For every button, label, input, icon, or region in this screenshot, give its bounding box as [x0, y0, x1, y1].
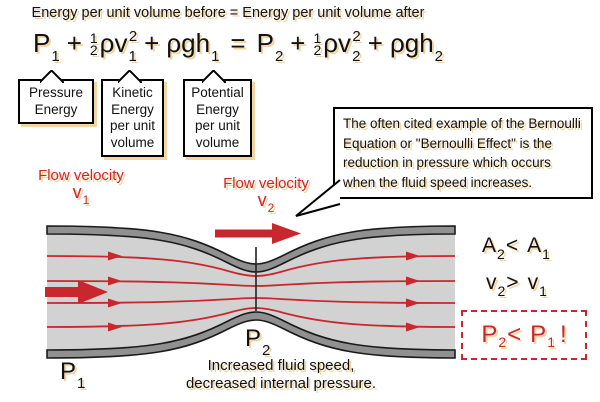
- streamline-arrowhead-icon: [406, 276, 420, 286]
- pressure-energy-box: Pressure Energy: [18, 79, 94, 124]
- inlet-velocity-arrow-icon: [45, 280, 108, 304]
- box-line: per unit: [194, 118, 241, 133]
- box-line: Energy: [34, 101, 78, 117]
- plus-operator: +: [290, 28, 306, 58]
- flow-velocity-2-label: Flow velocity v2: [210, 175, 322, 215]
- term-pressure-1: P1: [33, 28, 60, 65]
- streamline-arrowhead-icon: [108, 298, 122, 308]
- plus-operator: +: [144, 28, 160, 58]
- streamline-arrowhead-icon: [406, 322, 420, 332]
- box-line: Energy: [111, 101, 154, 117]
- v1-symbol: v1: [72, 182, 90, 207]
- caption-line: Increased fluid speed,: [207, 357, 355, 374]
- bernoulli-effect-callout: The often cited example of the Bernoulli…: [333, 107, 593, 199]
- term-kinetic-1: ρv12: [99, 28, 138, 65]
- tube-wall-top: [46, 225, 456, 273]
- streamline-arrowhead-icon: [108, 276, 122, 286]
- equals-operator: =: [230, 28, 246, 58]
- callout-tail: [295, 179, 341, 217]
- potential-energy-box: Potential Energy per unit volume: [183, 79, 252, 157]
- box-pointer-icon: [40, 70, 64, 83]
- throat-velocity-arrow-icon: [215, 223, 301, 244]
- v2-symbol: v2: [257, 190, 275, 215]
- tube-caption: Increased fluid speed, decreased interna…: [150, 357, 412, 393]
- plus-operator: +: [66, 28, 82, 58]
- fluid-region: [47, 234, 455, 350]
- term-potential-1: ρgh1: [166, 28, 220, 65]
- page-title: Energy per unit volume before = Energy p…: [31, 5, 425, 21]
- flow-velocity-text: Flow velocity: [223, 175, 309, 192]
- tube-wall-bottom: [46, 311, 456, 359]
- velocity-comparison: v2>v1: [486, 271, 547, 299]
- box-line: Kinetic: [112, 85, 153, 100]
- area-comparison: A2<A1: [482, 234, 550, 262]
- box-line: per unit: [109, 118, 156, 133]
- caption-line: decreased internal pressure.: [185, 375, 377, 392]
- streamline-arrowhead-icon: [406, 298, 420, 308]
- term-potential-2: ρgh2: [389, 28, 443, 65]
- streamline-arrowhead-icon: [108, 251, 122, 261]
- p1-label: P1: [60, 358, 86, 392]
- term-pressure-2: P2: [256, 28, 284, 65]
- box-pointer-icon: [202, 70, 226, 83]
- box-line: volume: [195, 134, 240, 150]
- box-line: volume: [110, 134, 155, 150]
- plus-operator: +: [367, 28, 383, 58]
- streamline-arrowhead-icon: [406, 251, 420, 261]
- flow-velocity-text: Flow velocity: [38, 167, 124, 184]
- box-line: Energy: [196, 101, 239, 117]
- streamline-arrowhead-icon: [108, 322, 122, 332]
- box-line: Pressure: [28, 85, 84, 100]
- p2-label: P2: [245, 325, 271, 359]
- box-pointer-icon: [118, 70, 142, 83]
- kinetic-energy-box: Kinetic Energy per unit volume: [101, 79, 164, 157]
- term-kinetic-2: ρv22: [323, 28, 361, 65]
- box-line: Potential: [191, 85, 244, 100]
- flow-velocity-1-label: Flow velocity v1: [22, 167, 140, 207]
